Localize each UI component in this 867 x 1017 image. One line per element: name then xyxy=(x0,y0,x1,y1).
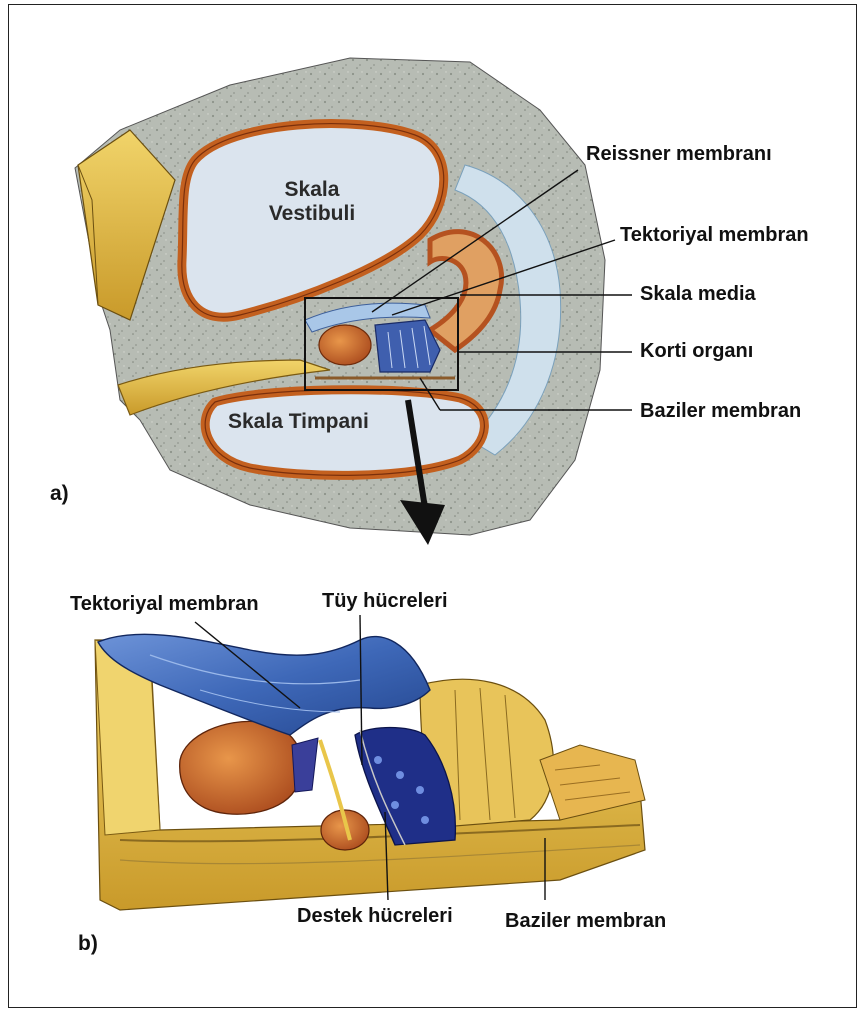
scala-vestibuli-line1: Skala xyxy=(252,178,372,202)
tectorial-membrane-label-a: Tektoriyal membran xyxy=(620,224,809,247)
scala-media-label: Skala media xyxy=(640,283,756,306)
panel-b-drawing xyxy=(95,634,645,910)
scala-vestibuli-label: Skala Vestibuli xyxy=(252,178,372,226)
panel-a-drawing xyxy=(75,58,605,545)
panel-a-letter: a) xyxy=(50,482,69,506)
basilar-membrane-label-a: Baziler membran xyxy=(640,400,801,423)
reissner-membrane-label: Reissner membranı xyxy=(586,143,772,166)
organ-of-corti-label: Korti organı xyxy=(640,340,753,363)
hair-cells-label: Tüy hücreleri xyxy=(322,590,448,613)
spiral-limbus-b xyxy=(180,721,302,814)
scala-tympani-label: Skala Timpani xyxy=(228,410,369,434)
tectorial-membrane-label-b: Tektoriyal membran xyxy=(70,593,259,616)
supporting-cells-label: Destek hücreleri xyxy=(297,905,453,928)
basilar-membrane-label-b: Baziler membran xyxy=(505,910,666,933)
panel-b-letter: b) xyxy=(78,932,98,956)
spiral-limbus xyxy=(319,325,371,365)
scala-vestibuli-line2: Vestibuli xyxy=(252,202,372,226)
